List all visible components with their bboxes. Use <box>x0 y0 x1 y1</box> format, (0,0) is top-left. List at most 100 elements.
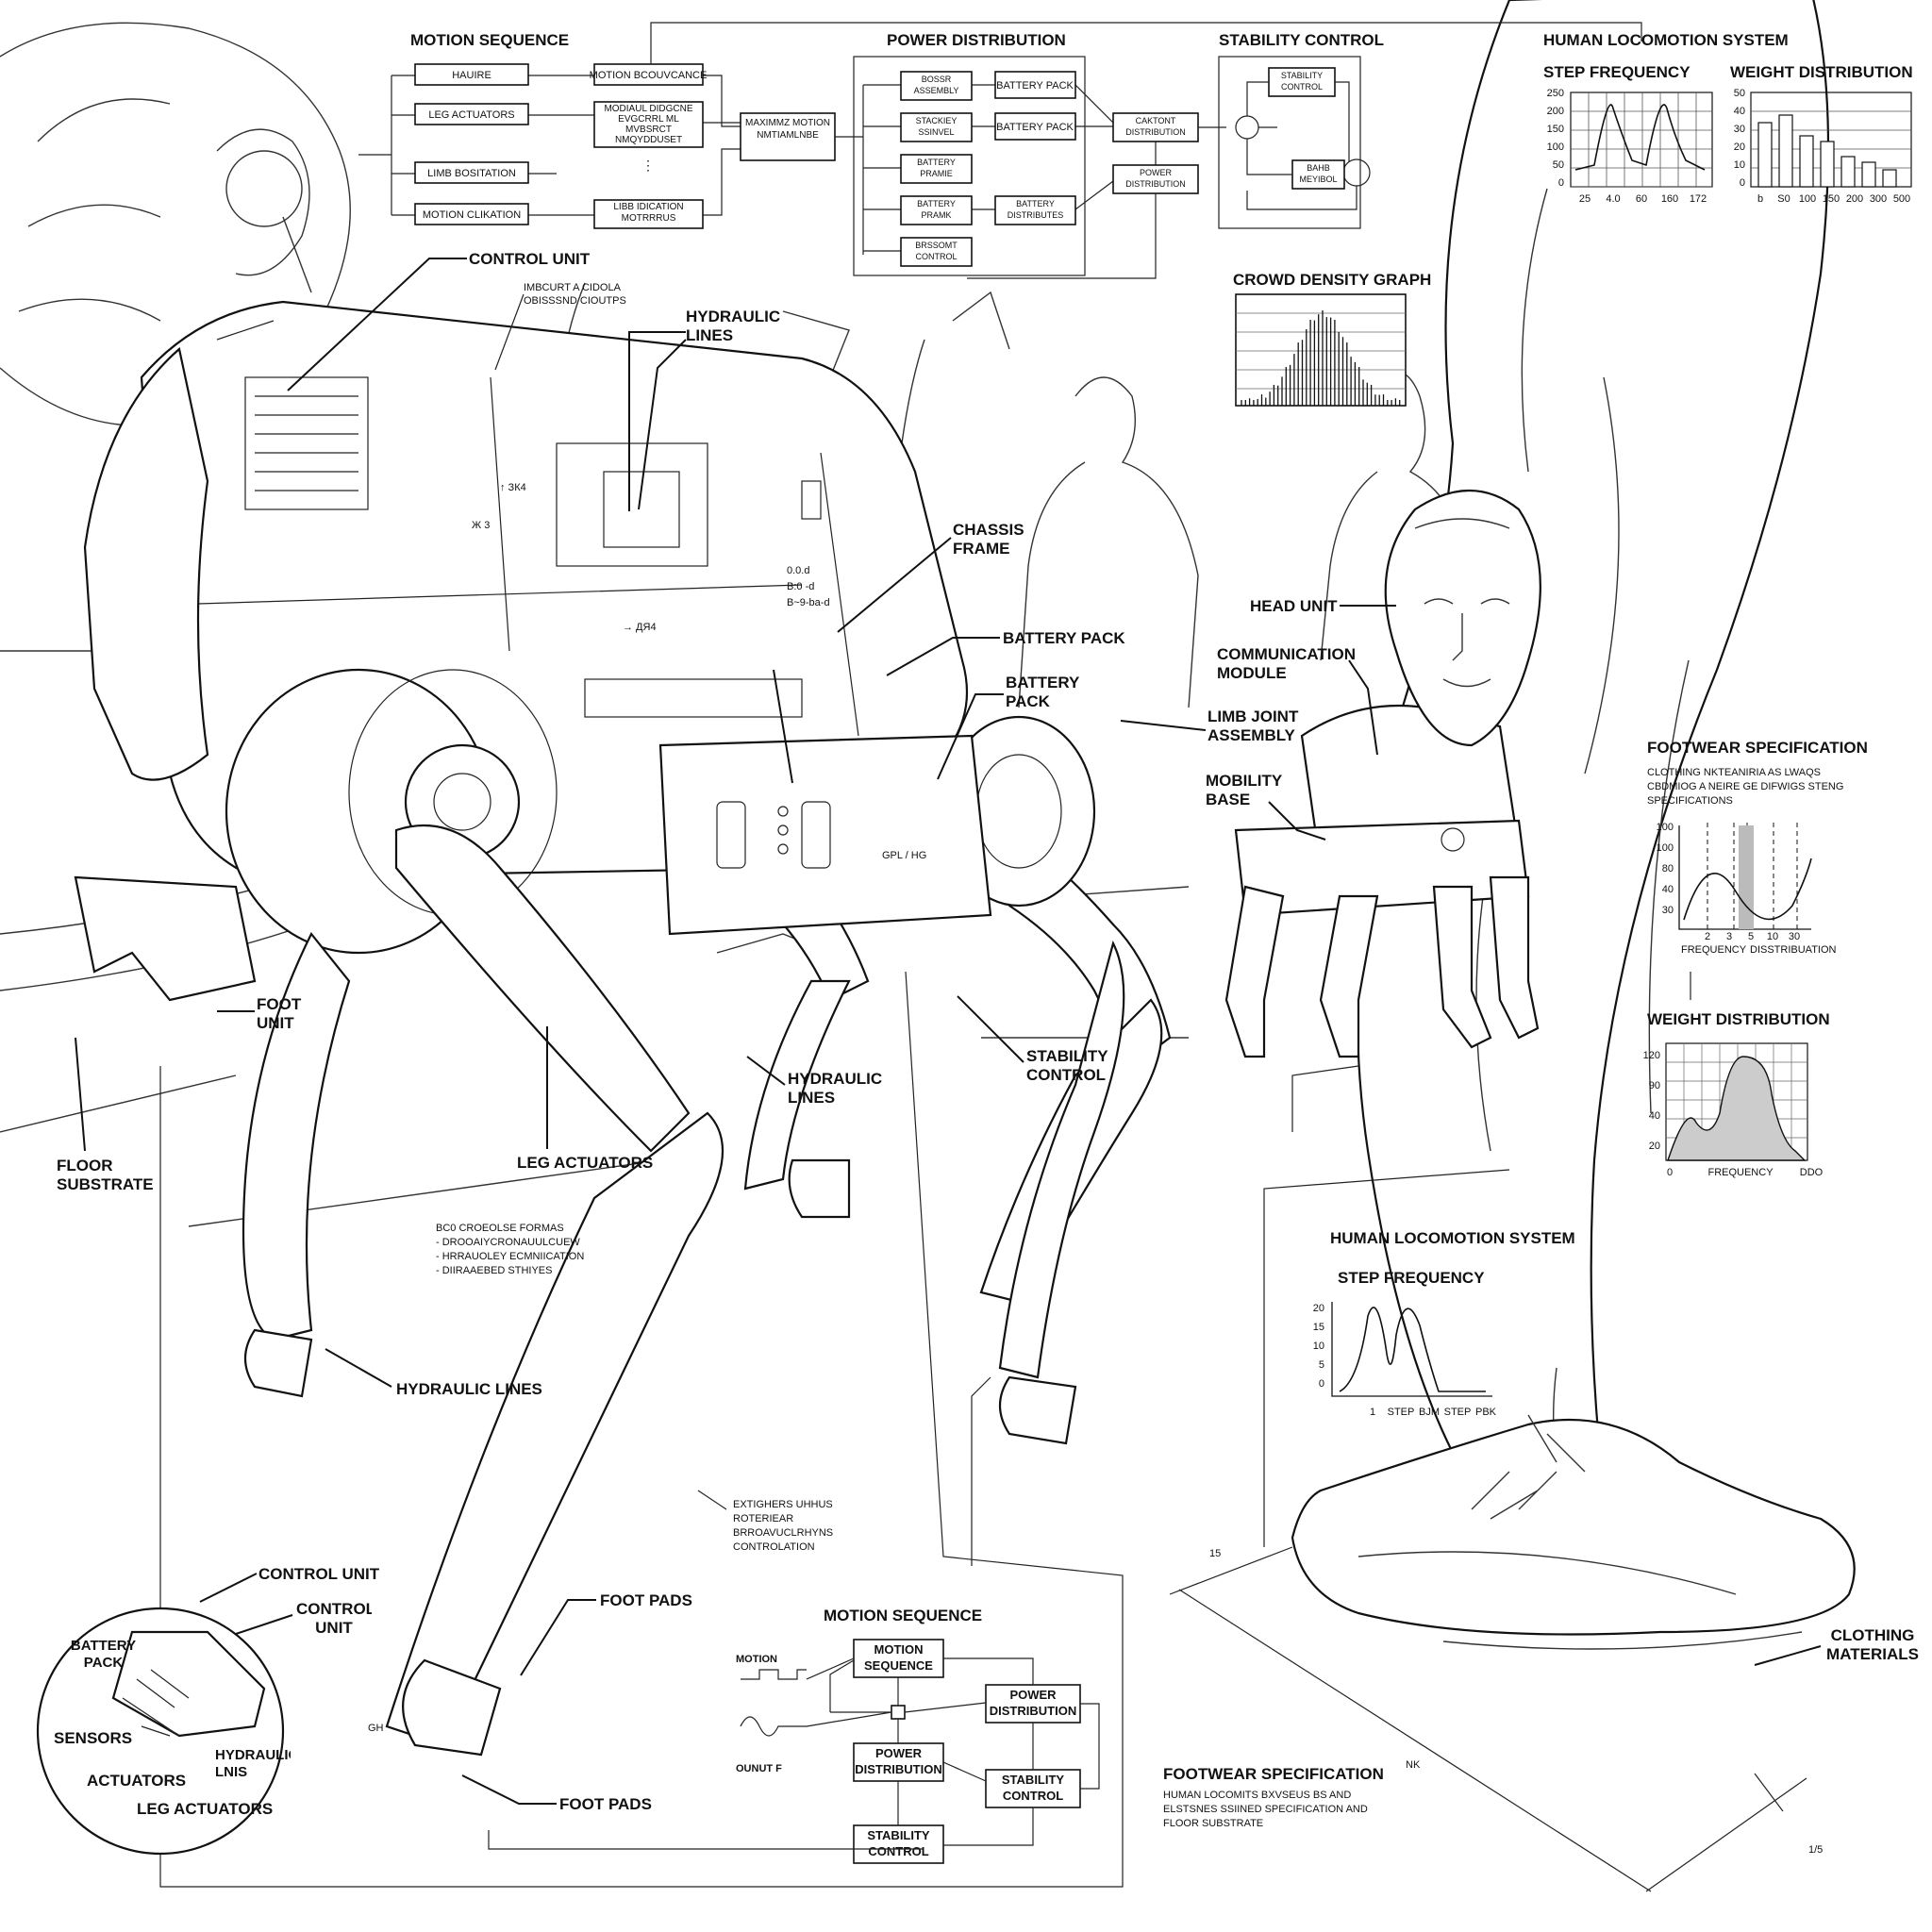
wd-ytick: 120 <box>1643 1050 1660 1061</box>
footwear-spec-bottom: FOOTWEAR SPECIFICATION HUMAN LOCOMITS BX… <box>1163 1765 1384 1829</box>
pd-left-5: BRSSOMT CONTROL <box>915 241 958 261</box>
motion-sequence-top-title: MOTION SEQUENCE <box>410 31 569 49</box>
footwear-spec-right: FOOTWEAR SPECIFICATION CLOTHING NKTEANIR… <box>1647 739 1868 1000</box>
hl-step-xtick: 60 <box>1636 193 1647 205</box>
hl-mid-ytick: 0 <box>1319 1378 1324 1390</box>
inset-sensors: SENSORS <box>54 1729 132 1747</box>
wd-ytick: 90 <box>1649 1080 1660 1091</box>
ms-top-mid-2: MODIAUL DIDGCNE EVGCRRL ML MVBSRCT NMQYD… <box>604 104 693 145</box>
hl-top-weight-title: WEIGHT DISTRIBUTION <box>1730 63 1913 81</box>
callout-labels: CONTROL UNIT IMBCURT A CIDOLA OBISSSND C… <box>57 250 1919 1892</box>
svg-text:CLOTHING NKTEANIRIA AS LWAQS: CLOTHING NKTEANIRIA AS LWAQS <box>1647 767 1821 778</box>
pd-out-2: POWER DISTRIBUTION <box>1125 168 1186 189</box>
svg-text:BC0 CROEOLSE FORMAS: BC0 CROEOLSE FORMAS <box>436 1223 564 1234</box>
label-hydraulic-lines-low: HYDRAULIC LINES <box>396 1380 542 1398</box>
fs-axes <box>1678 825 1811 930</box>
label-hydraulic-lines-top: HYDRAULIC LINES <box>686 308 781 344</box>
ms-bottom-box-1: MOTION SEQUENCE <box>864 1642 933 1673</box>
svg-text:CONTROLATION: CONTROLATION <box>733 1541 815 1553</box>
hl-mid-step-title: STEP FREQUENCY <box>1338 1269 1485 1287</box>
svg-text:→ ДЯ4: → ДЯ4 <box>623 622 657 633</box>
notes-block-1: BC0 CROEOLSE FORMAS - DROOAIYCRONAUULCUE… <box>436 1223 584 1276</box>
svg-text:0.0.d: 0.0.d <box>787 565 809 576</box>
hl-step-ytick: 0 <box>1558 177 1564 189</box>
main-robot-drawing <box>74 300 1172 1757</box>
wd-xtick: FREQUENCY <box>1707 1167 1774 1178</box>
wd-xtick: 0 <box>1667 1167 1673 1178</box>
wd-xtick: DDO <box>1800 1167 1824 1178</box>
svg-text:HUMAN LOCOMITS BXVSEUS BS AND: HUMAN LOCOMITS BXVSEUS BS AND <box>1163 1790 1351 1801</box>
dim-15b: 1/5 <box>1808 1844 1823 1856</box>
label-cpu: GPL / HG <box>882 850 926 861</box>
fs-right-title: FOOTWEAR SPECIFICATION <box>1647 739 1868 757</box>
ms-bottom-box-3: POWER DISTRIBUTION <box>855 1746 942 1776</box>
crowd-density-title: CROWD DENSITY GRAPH <box>1233 271 1431 289</box>
fs-ytick: 80 <box>1662 863 1674 874</box>
svg-text:BRROAVUCLRHYNS: BRROAVUCLRHYNS <box>733 1527 833 1539</box>
fs-xtick: 10 <box>1767 931 1778 942</box>
label-clothing-materials: CLOTHING MATERIALS <box>1826 1626 1919 1663</box>
svg-text:ROTERIEAR: ROTERIEAR <box>733 1513 793 1524</box>
hl-weight-xtick: b <box>1757 193 1763 205</box>
fs-xlabel-2: DISSTRIBUATION <box>1750 944 1837 956</box>
svg-text:SPECIFICATIONS: SPECIFICATIONS <box>1647 795 1733 807</box>
hl-weight-bar <box>1861 161 1876 188</box>
hl-weight-bar <box>1882 169 1897 188</box>
motion-sequence-top-flowchart: MOTION SEQUENCE HAUIRE LEG ACTUATORS LIM… <box>358 22 1642 229</box>
hl-weight-xtick: S0 <box>1777 193 1790 205</box>
hl-step-ytick: 200 <box>1547 106 1564 117</box>
label-battery-pack-2: BATTERY PACK <box>1006 674 1080 710</box>
motion-sequence-bottom-flowchart: MOTION SEQUENCE MOTION OUNUT F MOTION SE… <box>488 1607 1100 1864</box>
human-locomotion-top-charts: HUMAN LOCOMOTION SYSTEM STEP FREQUENCY W… <box>1543 31 1913 205</box>
stability-control-top-title: STABILITY CONTROL <box>1219 31 1384 49</box>
ms-top-mid-3: LIBB IDICATION MOTRRRUS <box>613 202 684 224</box>
fs-band <box>1739 825 1754 929</box>
hl-weight-bar <box>1757 122 1773 188</box>
svg-text:Ж 3: Ж 3 <box>472 520 490 531</box>
svg-text:- HRRAUOLEY ECMNIICATION: - HRRAUOLEY ECMNIICATION <box>436 1251 584 1262</box>
svg-text:EXTIGHERS UHHUS: EXTIGHERS UHHUS <box>733 1499 833 1510</box>
label-communication-module: COMMUNICATION MODULE <box>1217 645 1356 682</box>
ms-top-mid-1: MOTION BCOUVCANCE <box>590 70 708 81</box>
hl-weight-ytick: 10 <box>1734 159 1745 171</box>
pd-left-2: STACKIEY SSINVEL <box>915 116 958 137</box>
hl-step-xtick: 25 <box>1579 193 1591 205</box>
hl-mid-ytick: 5 <box>1319 1359 1324 1371</box>
svg-text:- DIIRAAEBED STHIYES: - DIIRAAEBED STHIYES <box>436 1265 552 1276</box>
ms-bottom-box-4: STABILITY CONTROL <box>1001 1773 1065 1803</box>
pd-left-1: BOSSR ASSEMBLY <box>913 75 959 95</box>
stability-control-top-diagram: STABILITY CONTROL STABILITY CONTROL BAHB… <box>1218 31 1384 229</box>
hl-mid-ytick: 15 <box>1313 1322 1324 1333</box>
hl-weight-bar <box>1778 114 1793 188</box>
fs-xtick: 3 <box>1726 931 1732 942</box>
label-chassis-frame: CHASSIS FRAME <box>953 521 1024 558</box>
svg-text:↑ ЗК4: ↑ ЗК4 <box>500 482 526 493</box>
hl-weight-xtick: 150 <box>1823 193 1840 205</box>
hl-weight-xtick: 500 <box>1893 193 1910 205</box>
hl-step-xtick: 172 <box>1690 193 1707 205</box>
hl-mid-title: HUMAN LOCOMOTION SYSTEM <box>1330 1229 1575 1247</box>
label-mobility-base: MOBILITY BASE <box>1206 772 1282 808</box>
inset-control-unit-1: CONTROL UNIT <box>258 1565 380 1583</box>
label-foot-unit: FOOT UNIT <box>257 995 302 1032</box>
hl-step-ytick: 150 <box>1547 124 1564 135</box>
svg-text:B~9-ba-d: B~9-ba-d <box>787 597 830 608</box>
inset-actuators: ACTUATORS <box>87 1772 186 1790</box>
label-limb-joint-assembly: LIMB JOINT ASSEMBLY <box>1208 708 1299 744</box>
hl-mid-xtick: STEP <box>1444 1407 1472 1418</box>
hl-weight-ytick: 30 <box>1734 124 1745 135</box>
hl-weight-ytick: 0 <box>1740 177 1745 189</box>
wd-right-title: WEIGHT DISTRIBUTION <box>1647 1010 1830 1028</box>
small-robot-with-head <box>1224 489 1541 1058</box>
fs-xtick: 30 <box>1789 931 1800 942</box>
inset-leg-actuators: LEG ACTUATORS <box>137 1800 273 1818</box>
fs-ytick: 100 <box>1657 822 1674 833</box>
sc-top-box-1: STABILITY CONTROL <box>1280 71 1324 92</box>
svg-text:- DROOAIYCRONAUULCUEW: - DROOAIYCRONAUULCUEW <box>436 1237 580 1248</box>
svg-text:B:0 -d: B:0 -d <box>787 581 814 592</box>
fs-curve <box>1683 858 1812 921</box>
sc-top-box-2: BAHB MEYIBOL <box>1299 163 1338 184</box>
pd-out-1: CAKTONT DISTRIBUTION <box>1125 116 1186 137</box>
inset-control-unit-2: CONTROL UNIT <box>296 1600 372 1637</box>
